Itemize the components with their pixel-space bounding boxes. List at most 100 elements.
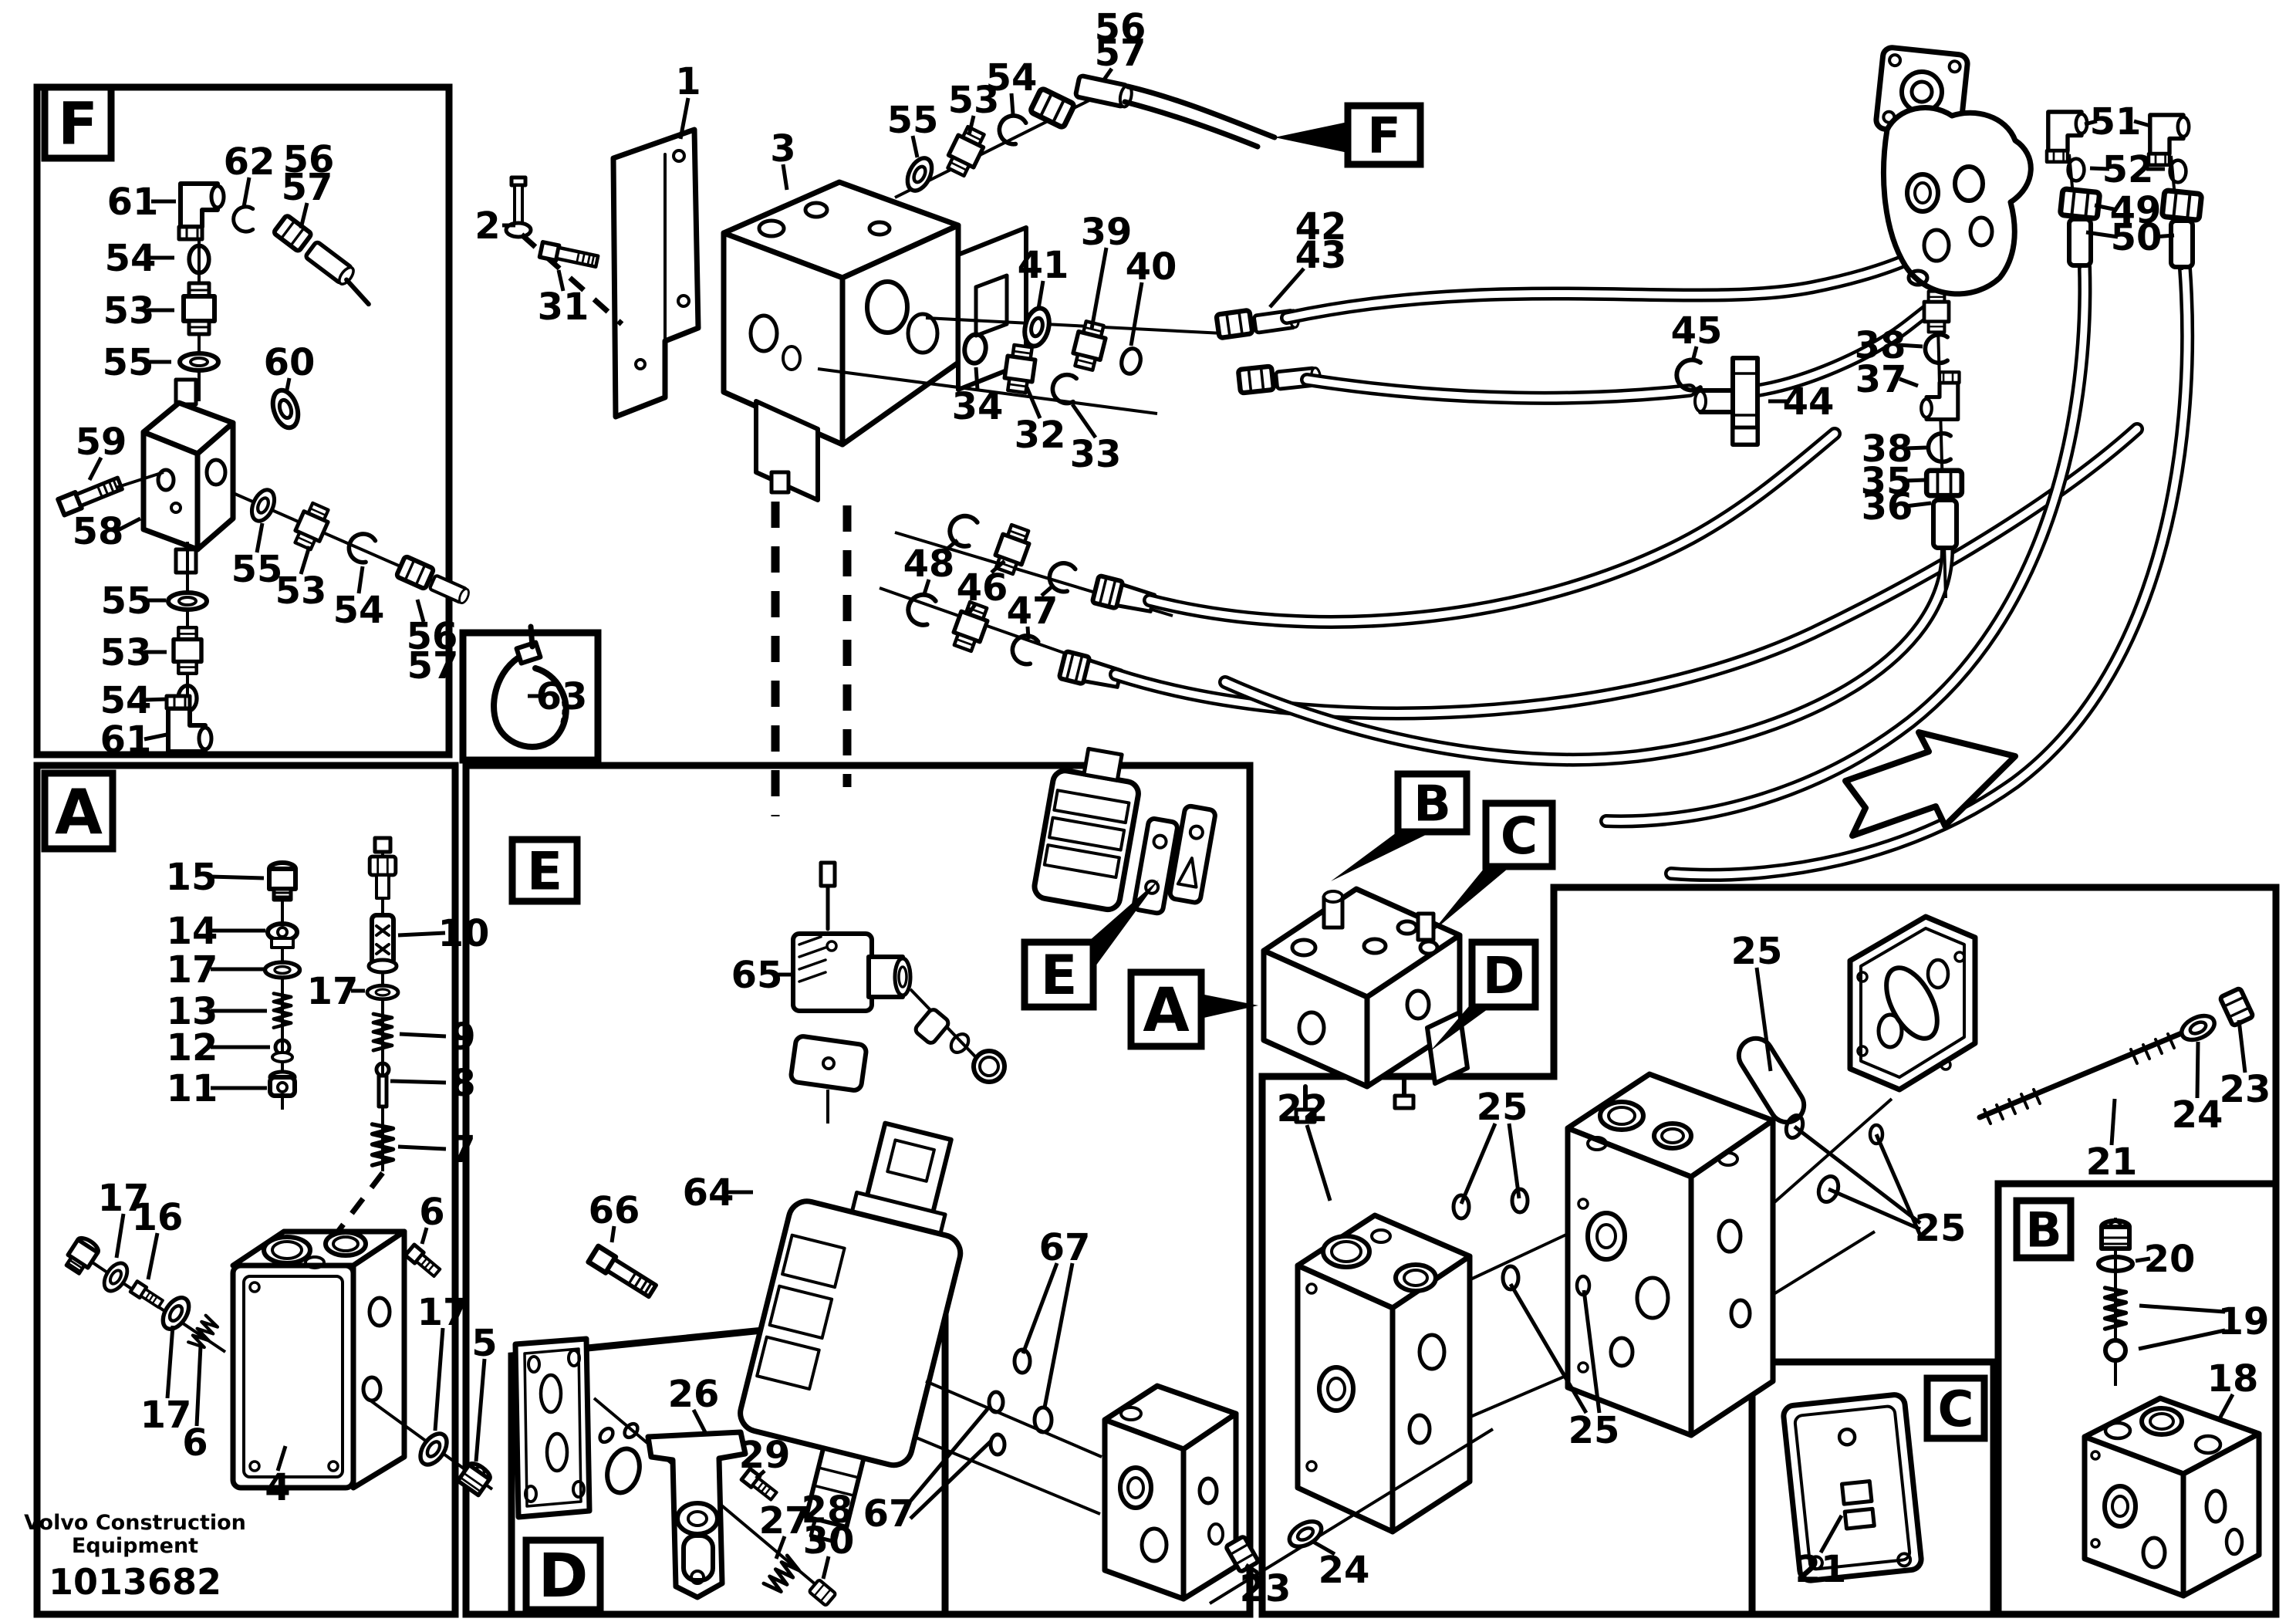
washer-55 xyxy=(248,486,279,524)
plug xyxy=(971,1049,1007,1084)
leader-line xyxy=(910,135,920,158)
c-box-art xyxy=(1781,1392,1924,1583)
part-number-label: 11 xyxy=(167,1067,218,1110)
drawing-part-number: 1013682 xyxy=(49,1561,221,1603)
poppet-12 xyxy=(271,1038,294,1063)
section-letter: F xyxy=(58,89,98,157)
cable-tie-63 xyxy=(491,623,569,750)
leader-line xyxy=(2237,1019,2247,1073)
part-number-label: 24 xyxy=(2172,1093,2223,1137)
part-number-label: 35 xyxy=(1861,460,1913,503)
pointer-wedge xyxy=(1200,994,1258,1019)
spring-13 xyxy=(274,994,292,1028)
part-number-label: 54 xyxy=(986,56,1038,100)
leader-line xyxy=(420,1227,429,1245)
part-number-label: 17 xyxy=(167,948,218,992)
pointer-wedge xyxy=(1083,880,1159,966)
leader-line xyxy=(299,546,312,575)
leader-line xyxy=(967,115,976,136)
leader-line xyxy=(1129,282,1144,346)
leader-line xyxy=(299,202,309,229)
section-letter: A xyxy=(1143,976,1189,1046)
part-number-label: 4 xyxy=(265,1466,290,1509)
leader-line xyxy=(1507,1123,1521,1199)
o-ring xyxy=(598,1426,615,1445)
nipple-53 xyxy=(944,124,988,177)
plug xyxy=(62,1235,100,1276)
b-box-art xyxy=(2082,1218,2262,1599)
washer-17 xyxy=(415,1429,452,1469)
o-ring-40 xyxy=(1119,346,1143,376)
hose-sleeve-50 xyxy=(2067,217,2093,268)
section-letter-box xyxy=(1923,1374,1988,1442)
part-number-label: 56 xyxy=(283,138,335,181)
leader-line xyxy=(922,579,931,595)
pointer-wedge xyxy=(1430,1001,1487,1051)
leader-line xyxy=(1754,967,1773,1072)
section-letter: D xyxy=(539,1542,589,1611)
part-number-label: 54 xyxy=(105,237,157,280)
section-letter: C xyxy=(1938,1381,1974,1438)
part-number-label: 67 xyxy=(863,1492,915,1536)
leader-line xyxy=(609,1225,616,1243)
hydraulic-hoses xyxy=(1109,249,2195,882)
leader-line xyxy=(1268,267,1305,309)
leader-line xyxy=(2135,1256,2151,1263)
part-number-label: 52 xyxy=(2102,148,2154,191)
part-number-label: 47 xyxy=(1007,590,1059,633)
gasket-square xyxy=(788,1034,869,1093)
part-number-label: 21 xyxy=(2086,1140,2138,1184)
part-number-label: 27 xyxy=(759,1499,811,1543)
leader-line xyxy=(1312,1539,1336,1556)
part-number-label: 54 xyxy=(100,679,152,722)
leader-line xyxy=(1021,1262,1059,1354)
nipple-39 xyxy=(1070,320,1108,371)
reference-wedges xyxy=(1083,122,1508,1051)
detail-box-F xyxy=(33,83,453,759)
part-number-label: 53 xyxy=(103,289,155,333)
elbow-fitting-61 xyxy=(167,696,211,752)
elbow-fitting-51 xyxy=(2149,115,2189,165)
section-letter-box xyxy=(1394,770,1470,836)
part-number-label: 33 xyxy=(1070,433,1122,476)
relief-fitting xyxy=(370,836,396,900)
leader-line xyxy=(556,269,566,292)
part-number-label: 2 xyxy=(474,204,500,248)
tee-fitting-44 xyxy=(1693,356,1760,447)
part-number-label: 1 xyxy=(675,60,701,103)
leader-line xyxy=(1040,583,1055,597)
leader-line xyxy=(691,1408,709,1437)
screw-31 xyxy=(539,242,598,269)
part-number-label: 38 xyxy=(1855,324,1906,367)
section-letter: B xyxy=(2025,1201,2061,1258)
part-number-label: 48 xyxy=(903,542,955,586)
tie-rod-21 xyxy=(1977,1029,2186,1125)
leader-line xyxy=(1100,67,1114,83)
o-ring-large xyxy=(605,1446,642,1495)
part-number-label: 42 xyxy=(1295,205,1347,248)
part-number-label: 62 xyxy=(224,140,275,184)
o-ring-47 xyxy=(1008,632,1039,666)
leader-line xyxy=(209,874,265,880)
plug-14 xyxy=(265,921,299,949)
brand-line2: Equipment xyxy=(72,1534,198,1558)
leader-line xyxy=(356,566,365,594)
part-number-label: 60 xyxy=(264,341,316,384)
bolt-66 xyxy=(589,1246,657,1299)
leader-line xyxy=(821,1556,831,1580)
leader-line xyxy=(1690,346,1699,362)
o-ring-25 xyxy=(1868,1123,1885,1146)
brand-line1: Volvo Construction xyxy=(24,1511,246,1535)
part-number-label: 40 xyxy=(1126,245,1177,289)
part-number-label: 55 xyxy=(101,580,153,623)
elbow-fitting-51 xyxy=(2047,112,2087,162)
nut-23 xyxy=(2220,988,2253,1026)
o-ring-25 xyxy=(1451,1193,1471,1221)
part-number-label: 13 xyxy=(167,990,218,1033)
leader-line xyxy=(2109,1098,2117,1146)
part-number-label: 23 xyxy=(2220,1068,2271,1111)
leader-line xyxy=(1036,280,1045,309)
